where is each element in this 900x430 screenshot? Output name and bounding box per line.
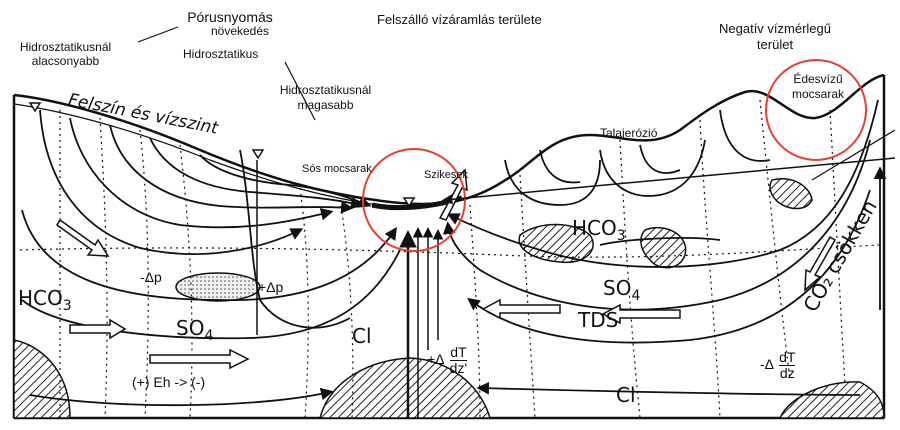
hco3-left: HCO3 bbox=[18, 288, 72, 314]
highlight-arrow-tail bbox=[812, 130, 895, 180]
dtdz-right: -Δ dT dz bbox=[760, 350, 795, 380]
edesvizu-line1: Édesvízű bbox=[778, 73, 858, 86]
cl-mid: Cl bbox=[352, 326, 372, 347]
so4-right: SO4 bbox=[603, 278, 640, 304]
minus-dp-label: -Δp bbox=[140, 270, 162, 285]
hidro-low-line2: alacsonyabb bbox=[8, 55, 123, 68]
so4-left: SO4 bbox=[176, 318, 213, 344]
negativ-line2: terület bbox=[700, 38, 850, 52]
tds-label: TDS bbox=[578, 310, 618, 331]
hco3-right: HCO3 bbox=[572, 218, 626, 244]
szikesek-label: Szikesek bbox=[424, 170, 468, 182]
dtdz-center: +Δ dT dz' bbox=[427, 345, 467, 375]
hidro-high-line2: magasabb bbox=[268, 99, 383, 112]
hidro-low-line1: Hidrosztatikusnál bbox=[8, 41, 123, 54]
porus-sub: növekedés bbox=[185, 25, 295, 38]
pressure-lens bbox=[176, 273, 260, 301]
sos-mocsarak-label: Sós mocsarak bbox=[302, 164, 372, 176]
cl-bottom: Cl bbox=[616, 385, 636, 406]
edesvizu-line2: mocsarak bbox=[778, 88, 858, 101]
negativ-line1: Negatív vízmérlegű bbox=[700, 22, 850, 36]
eh-label: (+) Eh -> (-) bbox=[132, 375, 205, 390]
porus-title: Pórusnyomás bbox=[170, 10, 290, 25]
hidro-high-line1: Hidrosztatikusnál bbox=[268, 84, 383, 97]
upwelling-label: Felszálló vízáramlás területe bbox=[377, 13, 542, 27]
talajerozio-label: Talajerózió bbox=[600, 127, 657, 140]
plus-dp-label: +Δp bbox=[258, 280, 283, 295]
highlight-arrow bbox=[445, 158, 895, 200]
hidro-label: Hidrosztatikus bbox=[183, 48, 258, 61]
